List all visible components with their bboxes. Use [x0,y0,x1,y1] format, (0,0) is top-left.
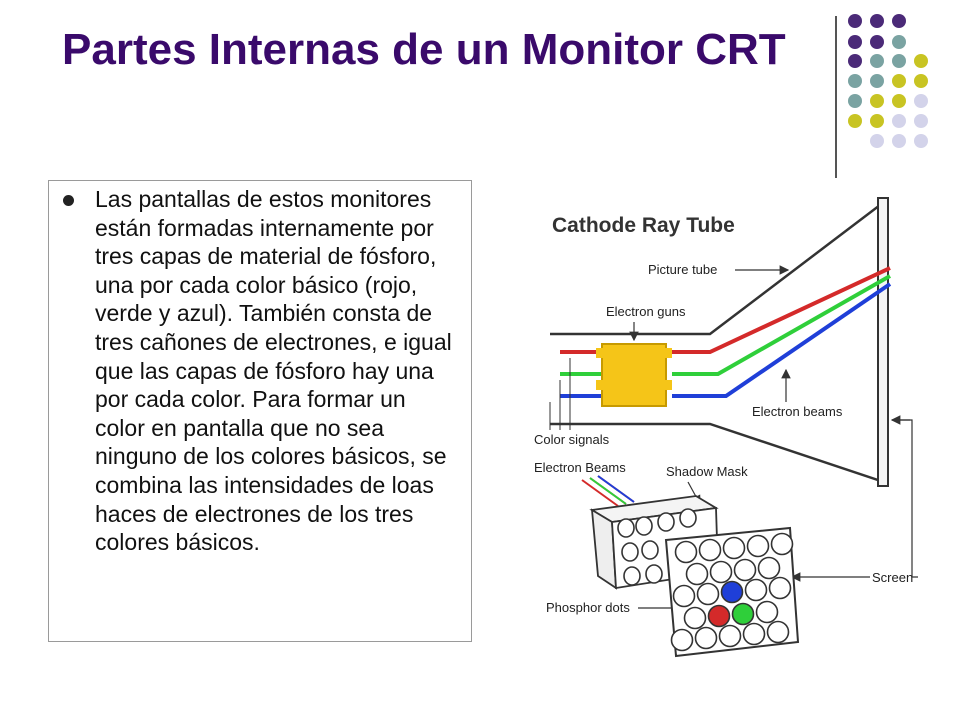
phosphor-dot [670,628,694,652]
phosphor-dot [757,556,781,580]
phosphor-dot [755,600,779,624]
phosphor-dot [685,562,709,586]
phosphor-dot [709,560,733,584]
decor-dot [892,94,906,108]
decor-dot [892,114,906,128]
electron-guns [601,343,667,407]
diagram-title: Cathode Ray Tube [552,214,735,237]
content-textbox: Las pantallas de estos monitores están f… [48,180,472,642]
decor-dot [848,54,862,68]
decor-dot [892,54,906,68]
phosphor-dot [674,540,698,564]
decor-dot [914,114,928,128]
label-electron-beams: Electron beams [752,404,843,419]
bullet-icon [63,195,74,206]
label-shadow-mask: Shadow Mask [666,464,748,479]
phosphor-dot [733,558,757,582]
decor-dot [914,74,928,88]
decorative-dot-grid [846,14,956,164]
label-color-signals: Color signals [534,432,610,447]
decor-dot [892,35,906,49]
crt-diagram: Cathode Ray Tube Picture tube Electron g… [520,180,940,660]
phosphor-dot [698,538,722,562]
decor-dot [892,74,906,88]
label-screen: Screen [872,570,913,585]
decor-dot [870,134,884,148]
title-divider [835,16,837,178]
decor-dot [848,35,862,49]
phosphor-dot [722,536,746,560]
decor-dot [870,94,884,108]
phosphor-dot [683,606,707,630]
phosphor-dot [742,622,766,646]
label-phosphor-dots: Phosphor dots [546,600,630,615]
decor-dot [848,14,862,28]
phosphor-dot [731,602,755,626]
phosphor-dot [766,620,790,644]
phosphor-dot [720,580,744,604]
phosphor-dot [744,578,768,602]
phosphor-dot [718,624,742,648]
decor-dot [914,94,928,108]
decor-dot [892,14,906,28]
decor-dot [870,14,884,28]
phosphor-dot [746,534,770,558]
phosphor-dot [696,582,720,606]
decor-dot [914,54,928,68]
label-picture-tube: Picture tube [648,262,717,277]
decor-dot [892,134,906,148]
decor-dot [870,114,884,128]
phosphor-dot [770,532,794,556]
phosphor-dot [672,584,696,608]
decor-dot [914,134,928,148]
phosphor-screen [664,526,800,658]
slide-title: Partes Internas de un Monitor CRT [62,25,786,74]
decor-dot [848,74,862,88]
decor-dot [870,74,884,88]
phosphor-dot [707,604,731,628]
decor-dot [870,35,884,49]
decor-dot [848,94,862,108]
decor-dot [870,54,884,68]
label-electron-guns: Electron guns [606,304,686,319]
label-electron-beams-cap: Electron Beams [534,460,626,475]
phosphor-dot [694,626,718,650]
decor-dot [848,114,862,128]
screen-face [877,197,889,487]
body-paragraph: Las pantallas de estos monitores están f… [95,186,452,556]
phosphor-dot [768,576,792,600]
